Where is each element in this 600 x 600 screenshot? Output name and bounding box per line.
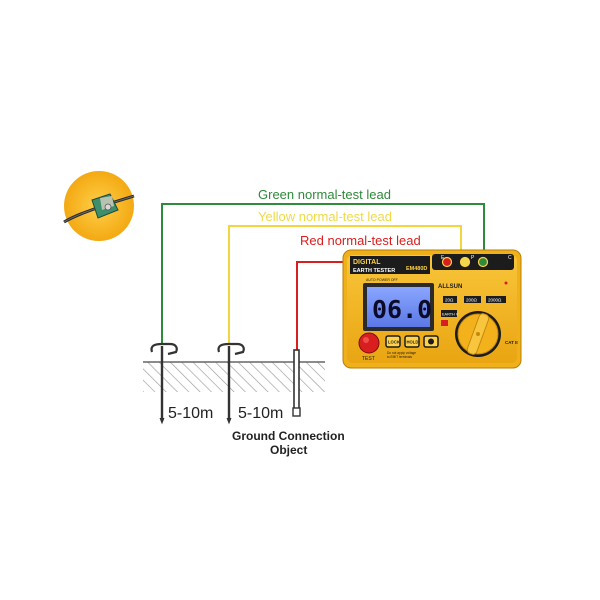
auto-power-off-label: AUTO POWER OFF xyxy=(366,278,398,282)
device-title-earth-tester: EARTH TESTER xyxy=(353,268,395,274)
warning-text-line2: to EMIT terminals xyxy=(387,355,412,359)
range-200-plate xyxy=(464,296,481,303)
range-selector-knob[interactable] xyxy=(455,311,501,357)
red-lead-label: Red normal-test lead xyxy=(300,233,421,248)
yellow-lead-label: Yellow normal-test lead xyxy=(258,209,392,224)
earth-voltage-label: EARTH V xyxy=(442,313,459,317)
range-20-plate xyxy=(443,296,457,303)
lcd-screen xyxy=(367,287,430,327)
title-plate xyxy=(350,256,430,274)
power-led xyxy=(504,281,508,285)
clip-closeup-inset xyxy=(63,171,135,241)
test-button-label: TEST xyxy=(362,356,375,362)
hold-button[interactable] xyxy=(404,335,420,348)
hold-button-label: HOLD xyxy=(407,340,419,345)
lock-button-label: LOCK xyxy=(388,340,400,345)
ground-object-label-line2: Object xyxy=(270,443,307,457)
lcd-reading: 06.0 xyxy=(372,295,432,324)
brand-logo: ALLSUN xyxy=(438,284,462,290)
green-lead-wire xyxy=(161,203,485,343)
device-model: EM480D xyxy=(406,266,427,272)
yellow-lead-wire xyxy=(228,225,462,343)
range-20-label: 20Ω xyxy=(445,298,454,303)
range-200-label: 200Ω xyxy=(466,298,478,303)
distance-label-2: 5-10m xyxy=(238,405,283,422)
distance-label-1: 5-10m xyxy=(168,405,213,422)
range-2000-plate xyxy=(486,296,506,303)
warning-marker xyxy=(441,320,448,326)
terminal-c-label: C xyxy=(508,255,512,261)
green-lead-label: Green normal-test lead xyxy=(258,187,391,202)
backlight-icon xyxy=(428,338,434,345)
terminal-strip: E P C xyxy=(432,254,514,270)
test-button[interactable] xyxy=(358,332,380,354)
terminal-p-socket[interactable] xyxy=(459,256,471,268)
terminal-e-socket[interactable] xyxy=(441,256,453,268)
device-title-digital: DIGITAL xyxy=(353,259,381,266)
terminal-e-label: E xyxy=(441,255,445,261)
earth-tester-device: E P C DIGITAL EARTH TESTER EM480D AUTO P… xyxy=(342,249,522,369)
category-label: CAT II xyxy=(505,340,518,345)
range-2000-label: 2000Ω xyxy=(488,298,502,303)
ground-object-label-line1: Ground Connection xyxy=(232,429,345,443)
lock-button[interactable] xyxy=(385,335,401,348)
warning-text-line1: Do not apply voltage xyxy=(387,351,416,355)
ground-rod xyxy=(292,349,301,417)
ground-spike-2 xyxy=(217,342,245,425)
earth-voltage-plate xyxy=(441,310,457,317)
terminal-c-socket[interactable] xyxy=(477,256,489,268)
terminal-p-label: P xyxy=(471,255,475,261)
ground-spike-1 xyxy=(150,342,178,425)
